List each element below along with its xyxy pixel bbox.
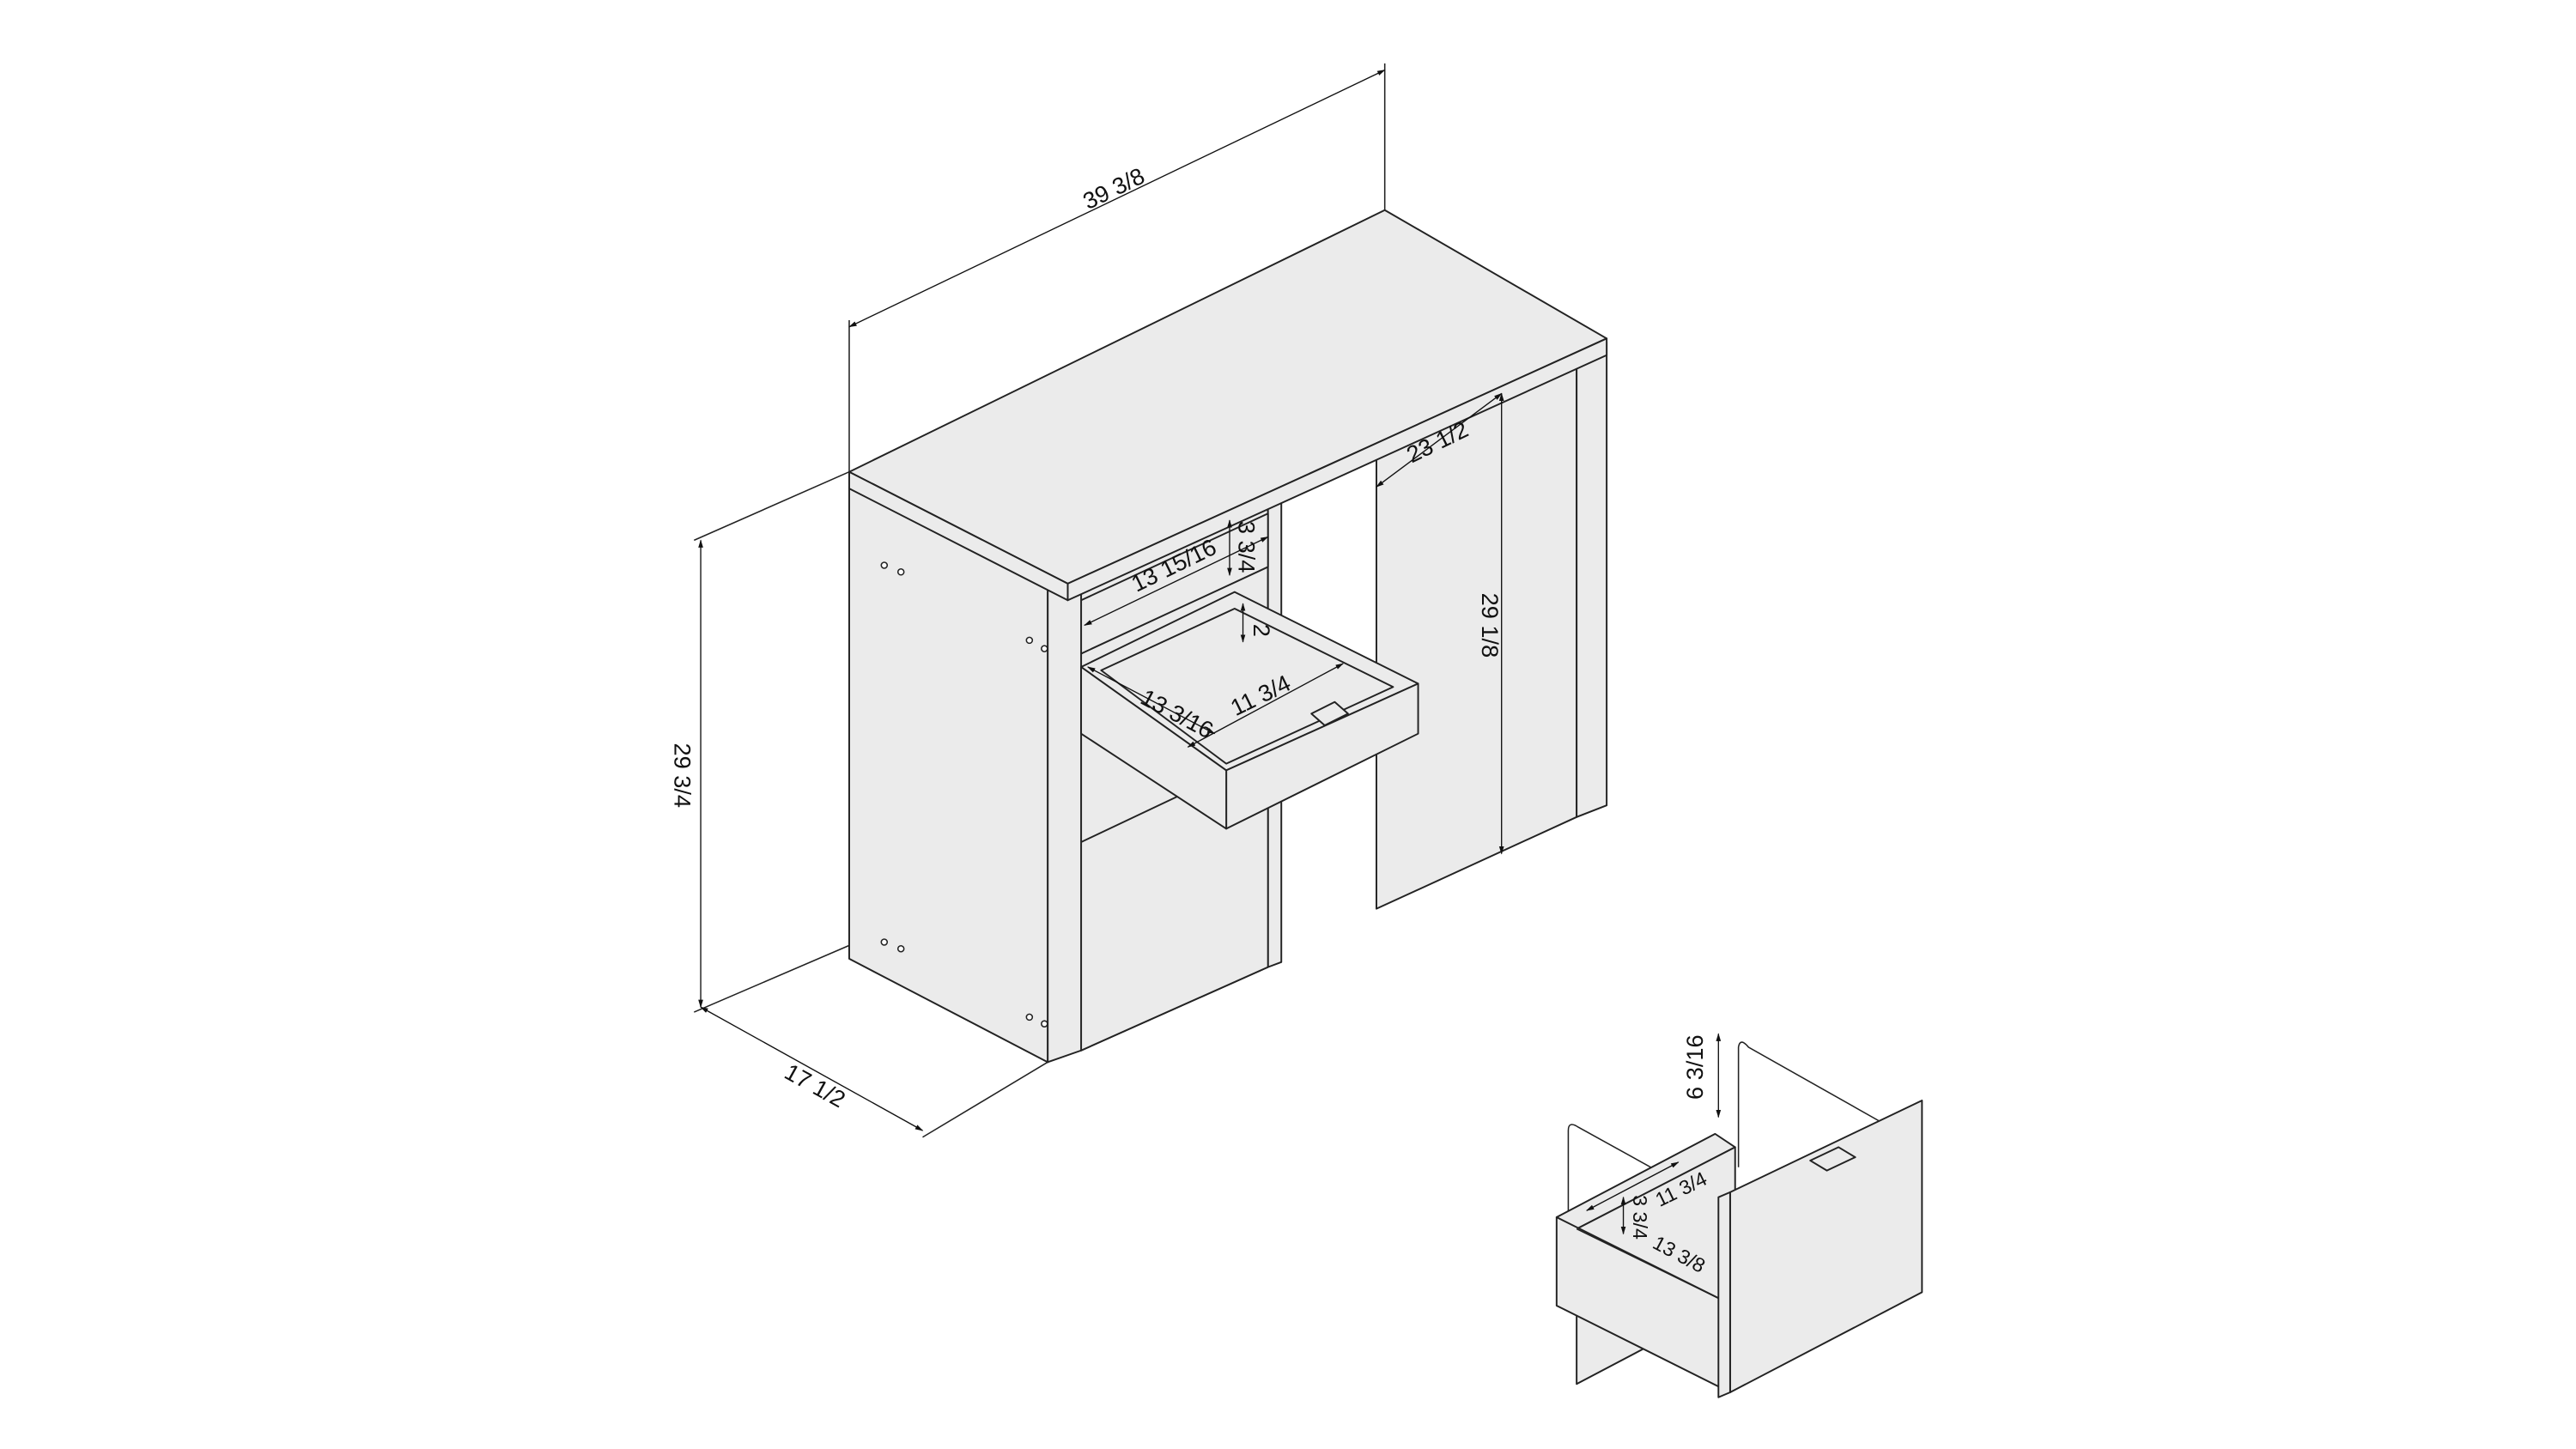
- hardware-holes: [880, 561, 1048, 1028]
- file-drawer-handle-icon: [1809, 1146, 1856, 1172]
- dimension-lines: [693, 63, 1504, 1138]
- dim-file-inner-height: 3 3/4: [1629, 1195, 1651, 1240]
- file-drawer-detail: 6 3/16 3 3/4 11 3/4 13 3/8: [1555, 1033, 1923, 1398]
- dim-overall-height: 29 3/4: [670, 743, 696, 808]
- dim-knee-height: 29 1/8: [1477, 593, 1504, 658]
- dim-shelf-height: 3 3/4: [1233, 521, 1260, 573]
- dim-drawer-height: 2: [1249, 624, 1275, 637]
- left-panel-front-edge: [1047, 569, 1083, 1064]
- dim-overall-width: 39 3/8: [1078, 162, 1149, 215]
- dim-overall-depth: 17 1/2: [781, 1058, 850, 1113]
- right-leg-edge: [1576, 341, 1608, 818]
- dim-file-rail-height: 6 3/16: [1681, 1034, 1708, 1100]
- file-drawer-front-edge: [1717, 1191, 1731, 1398]
- file-drawer-front: [1728, 1100, 1923, 1393]
